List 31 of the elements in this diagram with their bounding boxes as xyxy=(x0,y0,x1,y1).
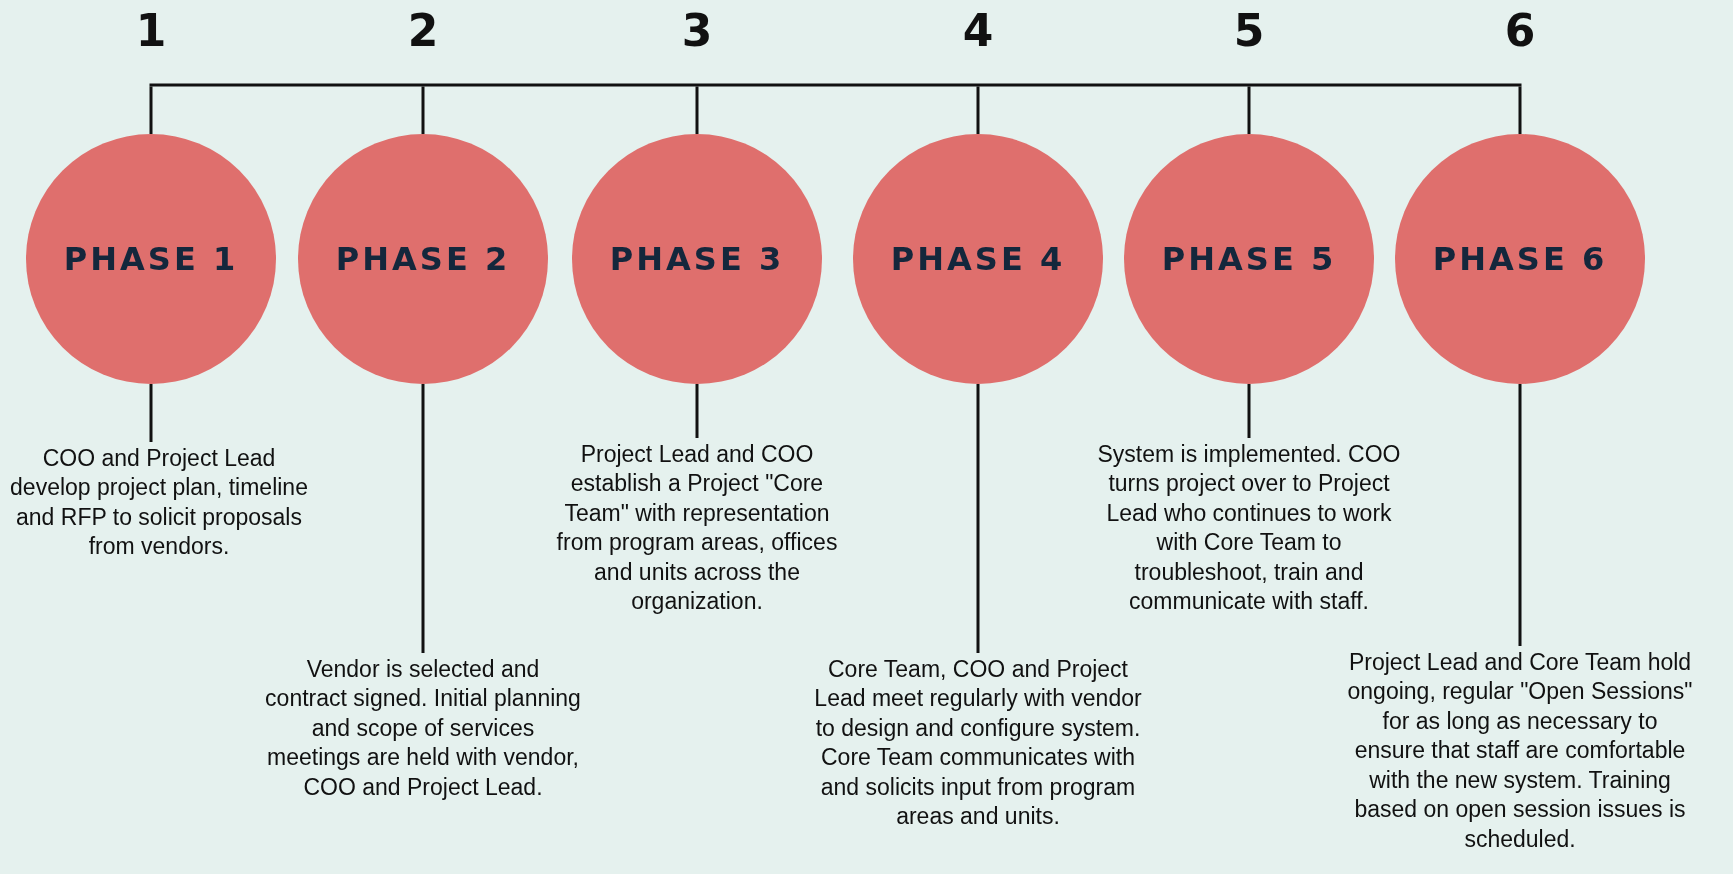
phase-circle: PHASE 4 xyxy=(853,134,1103,384)
phase-description: System is implemented. COO turns project over to Project Lead who continues to work with Core Team to troubleshoot, train and communicate with staff. xyxy=(1089,440,1409,617)
connector-line xyxy=(695,384,699,438)
phase-number: 5 xyxy=(1232,5,1266,56)
phase-description: COO and Project Lead develop project plan, timeline and RFP to solicit proposals from vendors. xyxy=(4,444,314,562)
phase-number: 2 xyxy=(406,5,440,56)
connector-line xyxy=(1247,384,1251,438)
connector-line xyxy=(695,86,699,134)
phase-number: 3 xyxy=(680,5,714,56)
connector-line xyxy=(149,86,153,134)
phase-description: Project Lead and COO establish a Project "Core Team" with representation from program areas, offices and units across the organization. xyxy=(542,440,852,617)
connector-line xyxy=(421,86,425,134)
connector-line xyxy=(976,86,980,134)
connector-line xyxy=(976,384,980,653)
connector-line xyxy=(149,384,153,442)
connector-line xyxy=(1247,86,1251,134)
phase-number: 4 xyxy=(961,5,995,56)
phase-circle: PHASE 2 xyxy=(298,134,548,384)
connector-line xyxy=(1518,86,1522,134)
phase-description: Core Team, COO and Project Lead meet regularly with vendor to design and configure system. Core Team communicates with and solicits input from program areas and units. xyxy=(808,655,1148,832)
connector-line xyxy=(1518,384,1522,646)
phase-number: 1 xyxy=(134,5,168,56)
phase-description: Vendor is selected and contract signed. Initial planning and scope of services meetings are held with vendor, COO and Project Lead. xyxy=(263,655,583,803)
phase-description: Project Lead and Core Team hold ongoing, regular "Open Sessions" for as long as necessary to ensure that staff are comfortable with the new system. Training based on open session issues is scheduled. xyxy=(1345,648,1695,855)
connector-line xyxy=(421,384,425,653)
phase-circle: PHASE 5 xyxy=(1124,134,1374,384)
timeline-bar xyxy=(149,83,1522,87)
phase-circle: PHASE 3 xyxy=(572,134,822,384)
phase-circle: PHASE 1 xyxy=(26,134,276,384)
phase-number: 6 xyxy=(1503,5,1537,56)
phase-circle: PHASE 6 xyxy=(1395,134,1645,384)
